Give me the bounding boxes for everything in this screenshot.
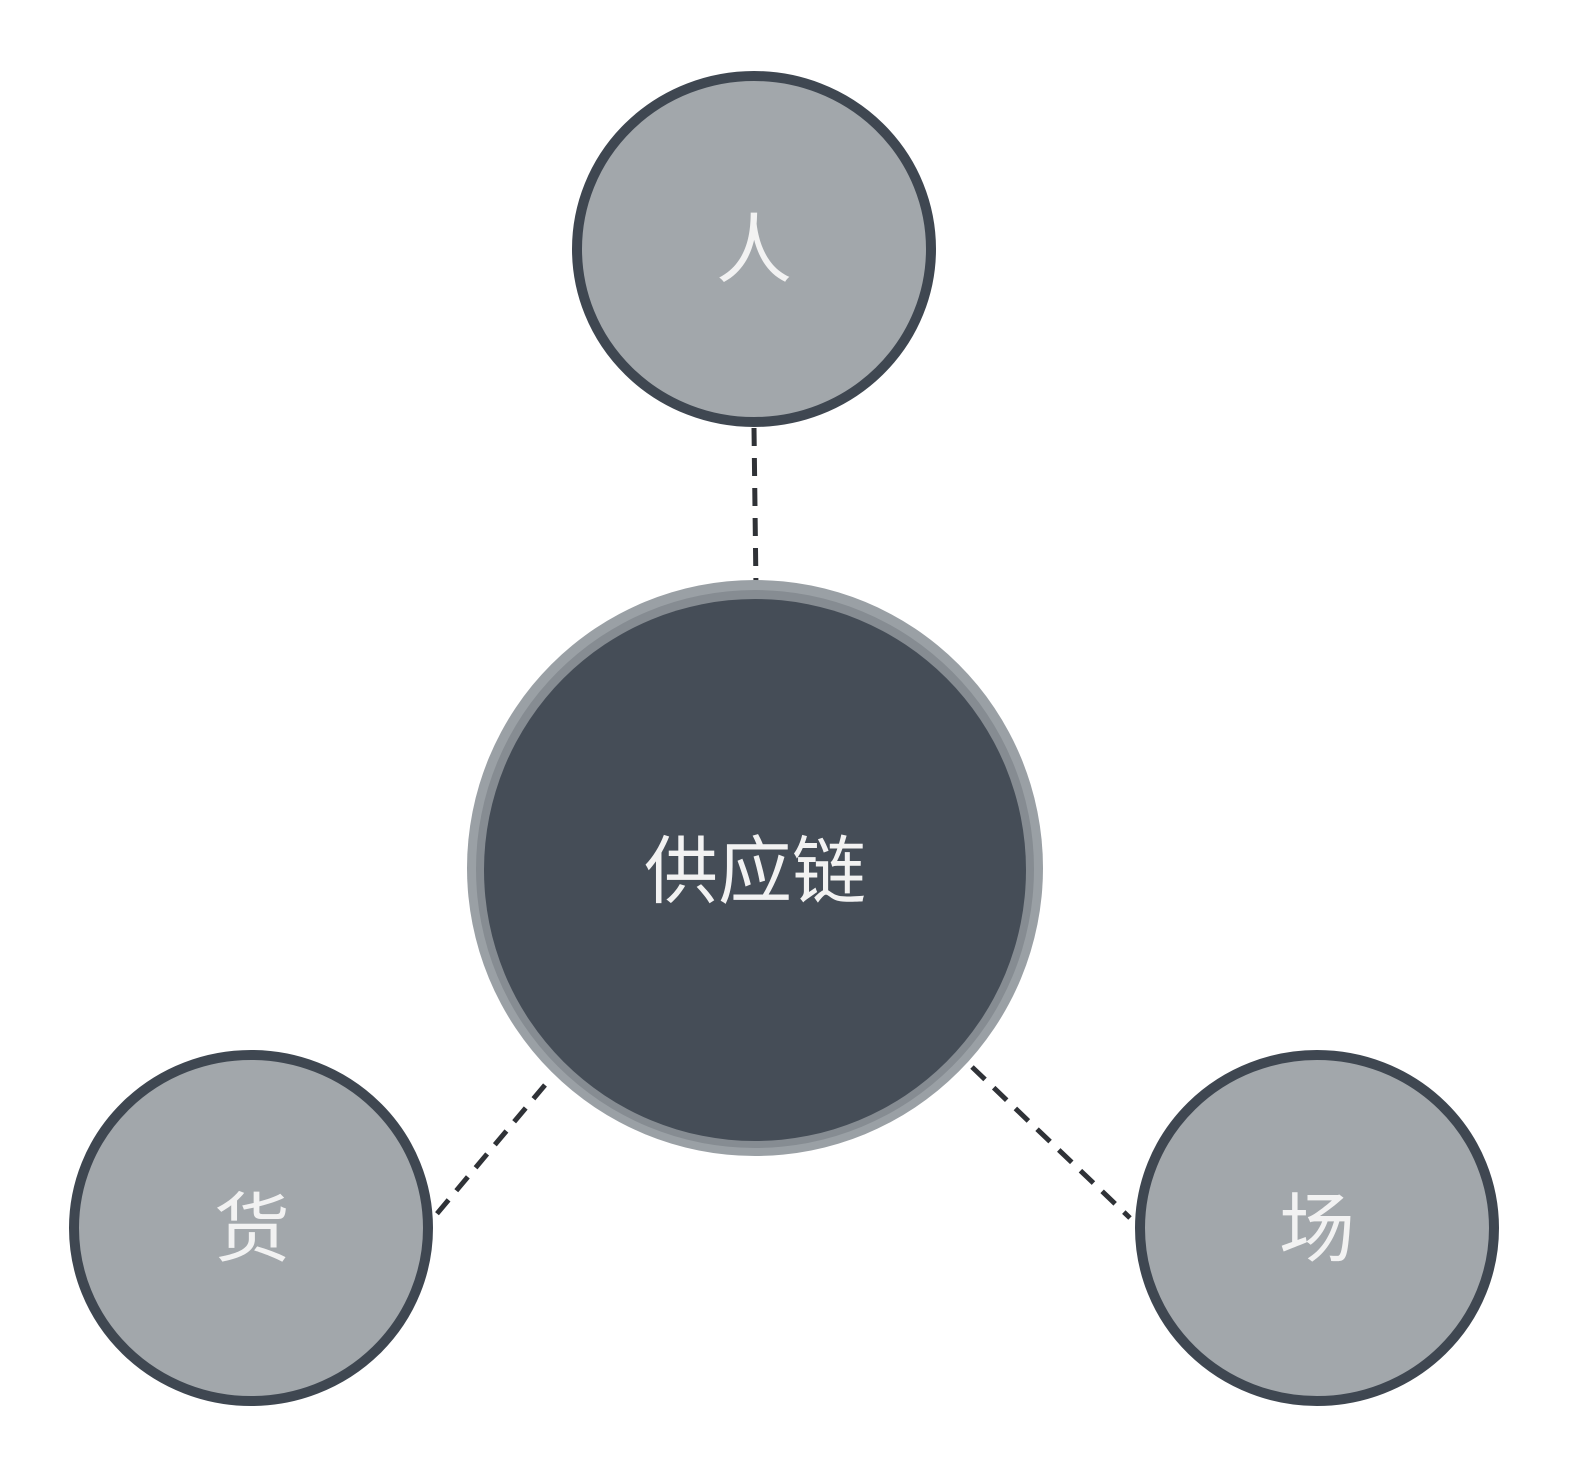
node-place: 场 [1135,1050,1499,1406]
node-person-label: 人 [716,206,792,295]
node-place-label: 场 [1279,1185,1355,1274]
connector-place [970,1065,1132,1220]
node-goods-label: 货 [214,1185,290,1274]
node-person-circle [572,71,936,427]
node-goods: 货 [69,1050,433,1406]
node-person: 人 [572,71,936,427]
connector-person [751,427,759,589]
node-place-circle [1135,1050,1499,1406]
center-node-label: 供应链 [644,829,866,915]
center-node-circle [484,599,1026,1141]
node-goods-circle [69,1050,433,1406]
connector-goods [428,1083,547,1224]
center-node: 供应链 [467,580,1043,1156]
